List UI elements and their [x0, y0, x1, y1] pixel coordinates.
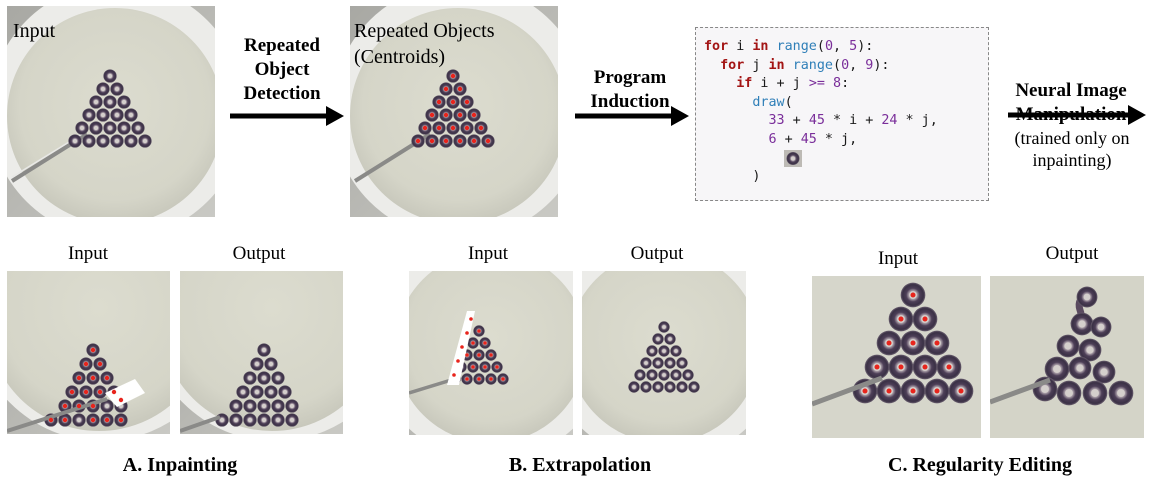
- arrow-3: [1008, 105, 1146, 125]
- code-line-6: 6 + 45 * j,: [768, 131, 858, 147]
- program-code-box: for i in range(0, 5): for j in range(0, …: [695, 27, 989, 201]
- program-code: for i in range(0, 5): for j in range(0, …: [704, 38, 938, 187]
- input-photo: Input: [7, 6, 215, 217]
- cereal-patch-icon: [784, 149, 802, 167]
- b-input-photo: [409, 271, 573, 435]
- code-line-4: draw(: [752, 94, 793, 110]
- step1-line3: Detection: [243, 83, 321, 104]
- centroids-label-line1: Repeated Objects: [354, 20, 495, 42]
- step2-line2: Induction: [590, 91, 670, 112]
- c-output-photo: [990, 276, 1144, 438]
- a-output-photo: [180, 271, 343, 434]
- step-program-induction: Program Induction: [575, 66, 685, 114]
- b-input-label: Input: [467, 243, 509, 264]
- step3-note-line2: inpainting): [1032, 150, 1112, 170]
- input-label: Input: [13, 20, 56, 42]
- code-line-8: ): [752, 169, 761, 185]
- caption-extrapolation: B. Extrapolation: [508, 454, 652, 476]
- b-output-label: Output: [630, 243, 684, 264]
- step1-line1: Repeated: [244, 35, 320, 56]
- centroids-label: Repeated Objects (Centroids): [354, 18, 495, 70]
- code-line-5: 33 + 45 * i + 24 * j,: [768, 113, 938, 129]
- step3-line1: Neural Image: [1015, 80, 1127, 101]
- code-line-1: for i in range(0, 5):: [704, 39, 874, 54]
- centroids-label-line2: (Centroids): [354, 46, 446, 68]
- arrow-1: [230, 106, 344, 126]
- code-line-3: if i + j >= 8:: [736, 76, 850, 92]
- b-output-photo: [582, 271, 746, 435]
- centroids-photo: Repeated Objects (Centroids): [350, 6, 558, 217]
- caption-regularity-editing: C. Regularity Editing: [888, 454, 1072, 476]
- step3-note: (trained only on inpainting): [997, 127, 1147, 171]
- caption-inpainting: A. Inpainting: [122, 454, 238, 476]
- step3-note-line1: (trained only on: [1014, 128, 1130, 148]
- code-line-7: [704, 149, 938, 169]
- step1-line2: Object: [254, 59, 310, 80]
- a-input-label: Input: [67, 243, 109, 264]
- c-input-label: Input: [877, 248, 919, 269]
- code-line-2: for j in range(0, 9):: [720, 57, 890, 73]
- c-input-photo: [812, 276, 981, 438]
- a-output-label: Output: [232, 243, 286, 264]
- c-output-label: Output: [1045, 243, 1099, 264]
- step-repeated-object-detection: Repeated Object Detection: [228, 34, 336, 106]
- arrow-2: [575, 106, 689, 126]
- step2-line1: Program: [593, 67, 667, 88]
- a-input-photo: [7, 271, 170, 434]
